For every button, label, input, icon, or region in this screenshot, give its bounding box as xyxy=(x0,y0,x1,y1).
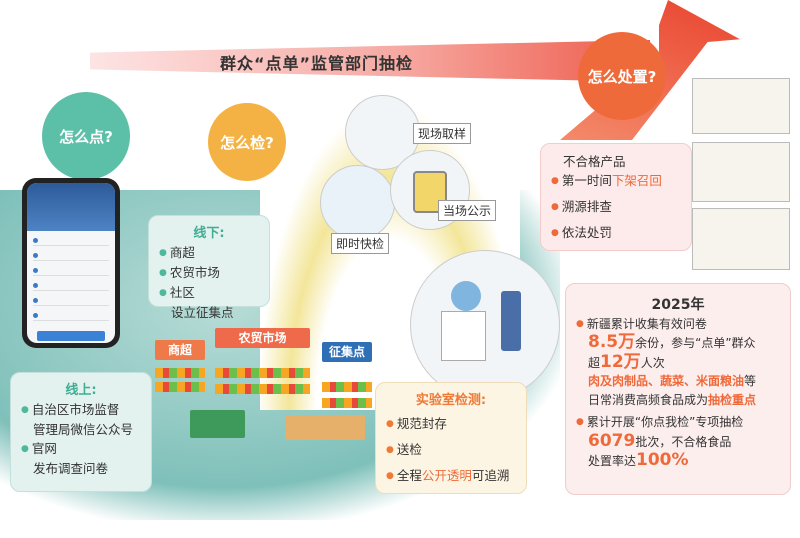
stats-text: 新疆累计收集有效问卷 xyxy=(576,315,780,334)
online-box: 线上: 自治区市场监督 管理局微信公众号 官网 发布调查问卷 xyxy=(10,372,152,492)
unqualified-box: 不合格产品 第一时间下架召回 溯源排查 依法处罚 xyxy=(540,143,692,251)
unqualified-item: 依法处罚 xyxy=(551,223,681,243)
lab-item: 规范封存 xyxy=(386,414,516,434)
how-order-bubble: 怎么点? xyxy=(42,92,130,180)
stats-text: 余份，参与“点单”群众 xyxy=(635,336,756,350)
how-handle-bubble: 怎么处置? xyxy=(578,32,666,120)
lab-item: 全程公开透明可追溯 xyxy=(386,466,516,486)
stall-label: 征集点 xyxy=(322,342,372,362)
sampling-label: 现场取样 xyxy=(413,123,472,144)
banner-title: 群众“点单”监管部门抽检 xyxy=(220,54,414,73)
offline-box: 线下: 商超 农贸市场 社区 设立征集点 xyxy=(148,215,270,320)
stats-text: 超 xyxy=(588,355,601,370)
inspection-photo xyxy=(692,78,790,134)
lab-item: 送检 xyxy=(386,440,516,460)
stats-text: 人次 xyxy=(640,355,665,370)
bottle-illustration xyxy=(390,150,470,230)
online-title: 线上: xyxy=(65,383,97,398)
highlight: 肉及肉制品、蔬菜、米面粮油 xyxy=(588,374,745,388)
stall-supermarket: 商超 xyxy=(155,340,205,392)
meeting-photo xyxy=(692,142,790,202)
text: 全程 xyxy=(396,468,422,483)
lab-test-box: 实验室检测: 规范封存 送检 全程公开透明可追溯 xyxy=(375,382,527,494)
stats-text: 累计开展“你点我检”专项抽检 xyxy=(576,413,780,432)
vegetable-crate xyxy=(190,410,245,438)
offline-item: 农贸市场 xyxy=(159,263,259,283)
online-item: 管理局微信公众号 xyxy=(33,422,134,437)
online-item: 官网 xyxy=(21,439,141,459)
publicize-label: 当场公示 xyxy=(438,200,497,221)
how-inspect-bubble: 怎么检? xyxy=(208,103,286,181)
unqualified-title: 不合格产品 xyxy=(563,154,626,169)
offline-item: 设立征集点 xyxy=(171,305,234,320)
stats-text: 处置率达 xyxy=(588,454,637,468)
stat-number: 8.5万 xyxy=(588,332,636,352)
offline-item: 商超 xyxy=(159,243,259,263)
stats-text: 批次，不合格食品 xyxy=(635,434,732,449)
text: 第一时间 xyxy=(561,173,612,188)
highlight: 公开透明 xyxy=(421,468,472,483)
stats-text: 日常消费高频食品成为 xyxy=(588,392,709,407)
stat-number: 6079 xyxy=(588,430,636,451)
stall-farmers-market: 农贸市场 xyxy=(215,328,310,394)
quick-test-label: 即时快检 xyxy=(331,233,390,254)
stat-number: 12万 xyxy=(600,351,641,372)
stall-label: 商超 xyxy=(155,340,205,360)
lab-illustration xyxy=(410,250,560,400)
quick-test-illustration xyxy=(320,165,395,240)
food-check-photo xyxy=(692,208,790,270)
offline-item: 社区 xyxy=(159,283,259,303)
stats-text: 等 xyxy=(744,374,757,388)
stats-box: 2025年 新疆累计收集有效问卷 8.5万余份，参与“点单”群众 超12万人次 … xyxy=(565,283,791,495)
unqualified-item: 第一时间下架召回 xyxy=(551,171,681,191)
lab-title: 实验室检测: xyxy=(415,393,487,408)
stats-year: 2025年 xyxy=(651,297,705,313)
phone-illustration xyxy=(22,178,120,348)
vegetable-crate xyxy=(285,415,365,440)
online-item: 自治区市场监督 xyxy=(21,400,141,420)
stat-number: 100% xyxy=(636,450,689,470)
unqualified-item: 溯源排查 xyxy=(551,197,681,217)
text: 可追溯 xyxy=(471,468,510,483)
stall-collection-point: 征集点 xyxy=(322,342,372,408)
highlight: 下架召回 xyxy=(611,173,662,188)
stall-label: 农贸市场 xyxy=(215,328,310,348)
online-item: 发布调查问卷 xyxy=(33,461,109,476)
offline-title: 线下: xyxy=(193,226,225,241)
highlight: 抽检重点 xyxy=(708,392,757,407)
